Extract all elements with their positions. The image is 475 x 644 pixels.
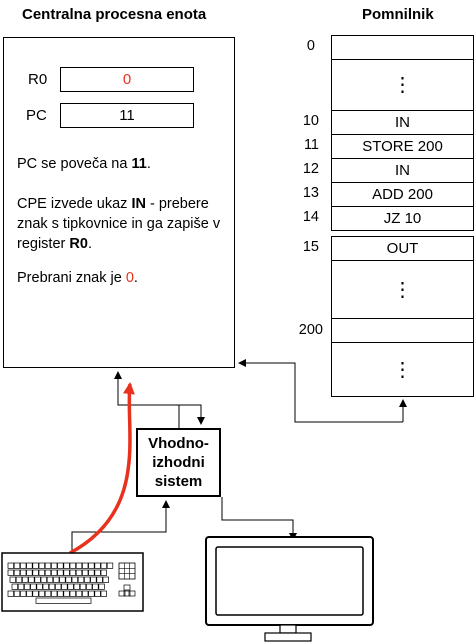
io-label-line-2: izhodni xyxy=(152,454,205,471)
address-13: 13 xyxy=(302,185,319,201)
register-pc-label: PC xyxy=(26,107,47,124)
memory-cell-14: JZ 10 xyxy=(331,206,474,231)
address-11: 11 xyxy=(303,137,319,153)
keyboard-io-link xyxy=(71,500,170,550)
io-cpu-bus xyxy=(114,371,205,428)
address-200: 200 xyxy=(298,322,323,338)
io-label-line-3: sistem xyxy=(154,473,203,490)
io-monitor-link xyxy=(221,497,297,541)
memory-cell-gap-3: ⋮ xyxy=(331,342,474,397)
register-r0-label: R0 xyxy=(28,71,48,88)
io-system-box: Vhodno- izhodni sistem xyxy=(136,428,221,497)
memory-title: Pomnilnik xyxy=(362,6,434,23)
read-char-value: 0 xyxy=(125,270,134,286)
address-14: 14 xyxy=(302,209,319,225)
address-0: 0 xyxy=(306,38,315,54)
cpu-step-text-2: CPE izvede ukaz IN - prebere znak s tipk… xyxy=(17,196,221,252)
address-10: 10 xyxy=(302,113,319,129)
cpu-title: Centralna procesna enota xyxy=(22,6,207,23)
memory-cpu-bus xyxy=(238,359,407,423)
address-12: 12 xyxy=(302,161,319,177)
keyboard-icon xyxy=(1,552,144,612)
address-15: 15 xyxy=(302,239,319,255)
register-pc-value: 11 xyxy=(60,103,194,128)
cpu-step-text-1: PC se poveča na 11. xyxy=(17,156,151,172)
monitor-icon xyxy=(205,536,374,642)
register-r0-value: 0 xyxy=(60,67,194,92)
cpu-step-text-3: Prebrani znak je 0. xyxy=(17,270,138,286)
cpu-box xyxy=(3,37,235,368)
io-label-line-1: Vhodno- xyxy=(148,435,209,452)
data-flow-arrow xyxy=(69,382,135,555)
